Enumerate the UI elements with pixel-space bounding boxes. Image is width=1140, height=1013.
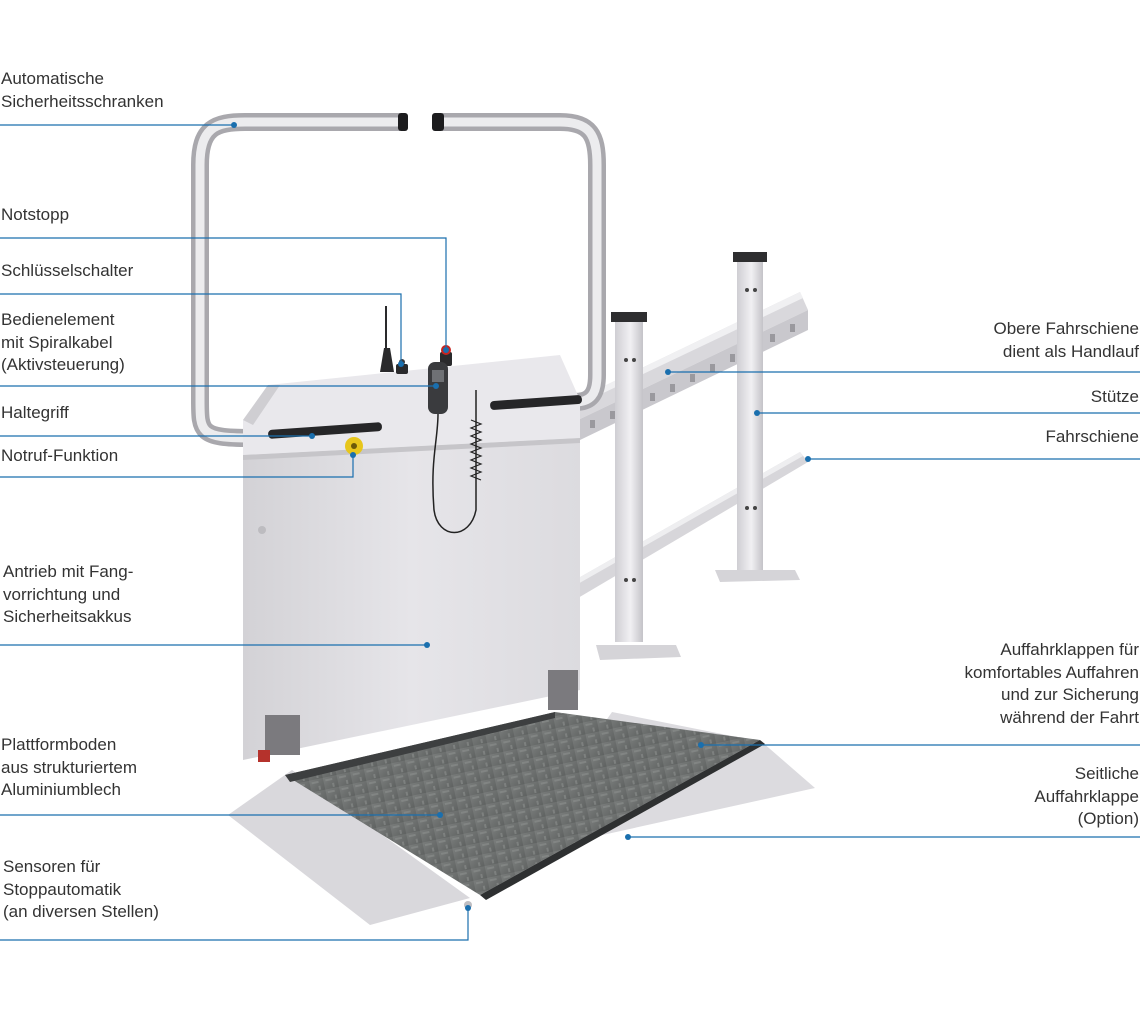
emergency-call-button	[345, 437, 363, 455]
leader-dots	[231, 122, 811, 911]
safety-barrier-left	[191, 113, 408, 447]
label-seitliche-auffahrklappe: Seitliche Auffahrklappe (Option)	[1034, 764, 1139, 828]
label-automatische-sicherheitsschranken: Automatische Sicherheitsschranken	[1, 69, 164, 111]
side-ramp	[228, 770, 470, 925]
safety-barrier-right	[432, 113, 606, 411]
label-haltegriff: Haltegriff	[1, 403, 69, 422]
label-stuetze: Stütze	[1090, 387, 1139, 406]
label-bedienelement: Bedienelement mit Spiralkabel (Aktivsteu…	[1, 310, 125, 374]
post-front	[596, 312, 681, 660]
post-rear	[715, 252, 800, 582]
label-notstopp: Notstopp	[1, 205, 70, 224]
drive-housing	[243, 355, 580, 760]
drive-mechanism	[258, 670, 578, 762]
label-plattformboden: Plattformboden aus strukturiertem Alumin…	[1, 735, 138, 799]
label-sensoren: Sensoren für Stoppautomatik (an diversen…	[3, 857, 159, 921]
label-notruf-funktion: Notruf-Funktion	[1, 446, 119, 465]
antenna	[380, 306, 394, 372]
label-obere-fahrschiene: Obere Fahrschiene dient als Handlauf	[993, 319, 1139, 361]
leader-lines	[0, 124, 1140, 941]
label-auffahrklappen: Auffahrklappen für komfortables Auffahre…	[964, 640, 1139, 727]
grab-handle-left	[268, 422, 382, 439]
label-antrieb: Antrieb mit Fang- vorrichtung und Sicher…	[3, 562, 134, 626]
label-schluesselschalter: Schlüsselschalter	[1, 261, 134, 280]
upper-rail-handrail	[575, 292, 808, 440]
platform-floor	[285, 712, 760, 895]
label-fahrschiene: Fahrschiene	[1045, 427, 1139, 446]
grab-handle-right	[490, 395, 582, 410]
